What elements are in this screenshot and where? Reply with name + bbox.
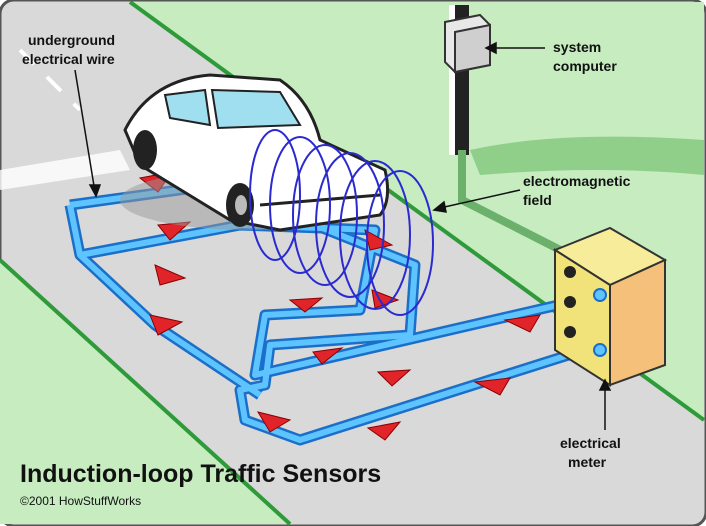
label-system-computer-2: computer (553, 58, 617, 74)
curb-lower (0, 258, 292, 526)
arrow-icon (376, 369, 412, 387)
conduit (458, 150, 572, 259)
lane-dash (18, 48, 82, 112)
arrow-icon (149, 314, 184, 336)
pole-highlight (449, 5, 455, 155)
label-electromagnetic-field: electromagnetic (523, 173, 631, 189)
copyright: ©2001 HowStuffWorks (20, 494, 141, 508)
arrow-icon (503, 314, 541, 333)
arrow-icon (256, 411, 292, 433)
system-computer-icon (444, 13, 491, 74)
electrical-meter-icon (552, 226, 668, 387)
label-electromagnetic-field-2: field (523, 192, 552, 208)
arrow-icon (154, 264, 187, 286)
label-underground-wire-2: electrical wire (22, 51, 115, 67)
label-electrical-meter: electrical (560, 435, 621, 451)
grass-shadow (470, 136, 704, 175)
arrow-icon (366, 421, 402, 441)
diagram-title: Induction-loop Traffic Sensors (20, 460, 381, 488)
label-underground-wire: underground (28, 32, 115, 48)
label-system-computer: system (553, 39, 601, 55)
arrow-icon (288, 297, 324, 313)
arrow-icon (473, 377, 511, 396)
label-electrical-meter-2: meter (568, 454, 607, 470)
lane-marking (0, 150, 130, 190)
arrow-icon (312, 347, 344, 365)
callout-arrows (74, 41, 612, 430)
electromagnetic-field-icon (249, 129, 434, 316)
